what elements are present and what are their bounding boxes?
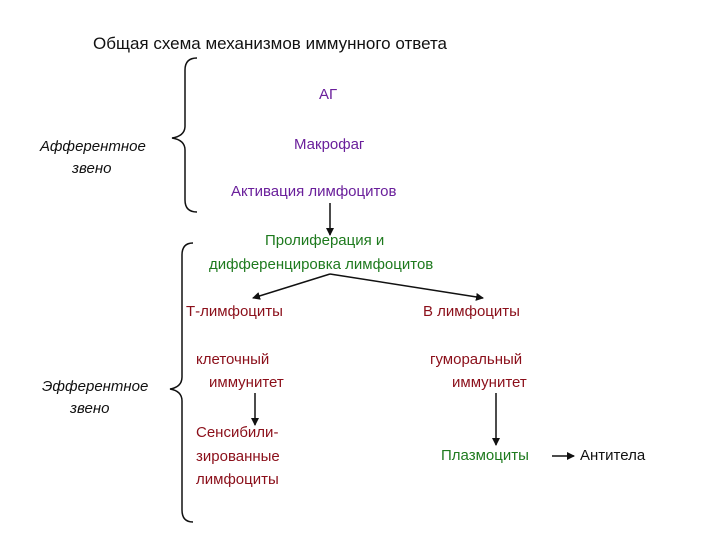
node-lymphocyte-activation: Активация лимфоцитов xyxy=(231,183,397,200)
node-proliferation-line1: Пролиферация и xyxy=(265,232,385,249)
node-sensitized-line2: зированные xyxy=(196,448,280,465)
arrow-to-b-cells xyxy=(329,273,484,301)
node-b-lymphocytes: В лимфоциты xyxy=(423,303,520,320)
efferent-label-line1: Эфферентное xyxy=(42,378,149,395)
node-sensitized-line3: лимфоциты xyxy=(196,471,279,488)
efferent-label-line2: звено xyxy=(70,400,110,417)
node-cellular-immunity-line2: иммунитет xyxy=(209,374,284,391)
node-cellular-immunity-line1: клеточный xyxy=(196,351,270,368)
node-t-lymphocytes: Т-лимфоциты xyxy=(186,303,283,320)
afferent-label-line1: Афферентное xyxy=(40,138,146,155)
node-macrophage: Макрофаг xyxy=(294,136,365,153)
diagram-title: Общая схема механизмов иммунного ответа xyxy=(93,34,448,53)
afferent-brace xyxy=(171,57,198,213)
node-humoral-immunity-line2: иммунитет xyxy=(452,374,527,391)
node-plasma-cells: Плазмоциты xyxy=(441,447,529,464)
node-antibodies: Антитела xyxy=(580,447,646,464)
node-humoral-immunity-line1: гуморальный xyxy=(430,351,523,368)
efferent-brace xyxy=(169,242,194,523)
node-proliferation-line2: дифференцировка лимфоцитов xyxy=(209,256,434,273)
afferent-label-line2: звено xyxy=(72,160,112,177)
node-antigen: АГ xyxy=(319,86,338,103)
arrow-to-t-cells xyxy=(252,273,331,300)
node-sensitized-line1: Сенсибили- xyxy=(196,424,279,441)
